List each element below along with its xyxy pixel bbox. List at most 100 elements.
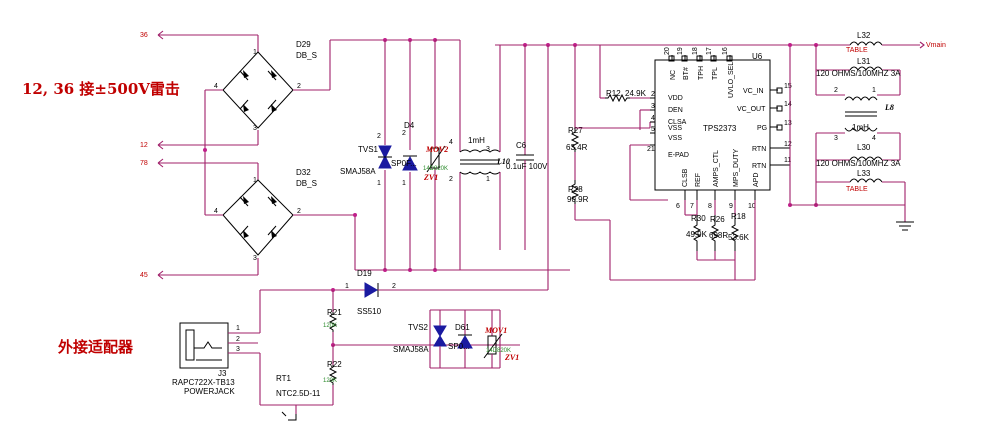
d4-value: SP0F... — [391, 159, 417, 168]
resistor-r12: R12 24.9K — [600, 89, 655, 103]
resistor-r21: R21 120K — [323, 290, 342, 332]
resistor-r26: R26 698R — [709, 215, 728, 260]
d29-value: DB_S — [296, 51, 317, 60]
inductor-l32: L32 TABLE — [846, 31, 920, 54]
ic-pin-2-num: 2 — [651, 91, 655, 98]
ic-pin-20-num: 20 — [664, 47, 671, 55]
l31-ref: L31 — [857, 57, 871, 66]
tvs1-ref: TVS1 — [358, 145, 379, 154]
l32-value: TABLE — [846, 47, 868, 54]
ic-pin-6-num: 6 — [676, 203, 680, 210]
net-78: 78 — [140, 158, 259, 180]
ic-pin-epad: E-PAD — [668, 152, 689, 159]
mov1-value: 14D820K — [486, 348, 511, 354]
r27-value: 63.4R — [566, 143, 588, 152]
d29-pin-2: 2 — [297, 83, 301, 90]
diode-d61: D61 SP0... — [448, 310, 473, 368]
d29-pin-1: 1 — [253, 49, 257, 56]
diode-d4: 2 1 D4 SP0F... — [391, 40, 418, 270]
ic-pin-14-num: 14 — [784, 101, 792, 108]
ic-pin-11-num: 11 — [784, 157, 791, 164]
ic-pin-9-num: 9 — [729, 203, 733, 210]
r22-value: 120K — [323, 378, 337, 384]
ic-pin-ampsctl: AMPS_CTL — [713, 150, 720, 187]
r26-ref: R26 — [710, 215, 725, 224]
l8-ref: L8 — [884, 103, 894, 112]
r21-value: 120K — [323, 323, 337, 329]
l8-pin-3: 3 — [834, 135, 838, 142]
mov2: MOV2 14D820K ZV1 — [423, 40, 448, 270]
r22-ref: R22 — [327, 360, 342, 369]
tvs1-value: SMAJ58A — [340, 167, 376, 176]
resistor-r30: R30 49.9K — [686, 214, 708, 260]
l8-value: 1mH — [852, 123, 869, 132]
bridge-d32: 1 2 3 4 D32 DB_S — [205, 168, 355, 262]
r30-value: 49.9K — [686, 230, 708, 239]
tvs1-pin-1: 1 — [377, 180, 381, 187]
ic-pin-vcout: VC_OUT — [737, 106, 766, 113]
ic-pin-5-num: 5 — [651, 126, 655, 133]
ic-pin-pg: PG — [757, 125, 767, 132]
l10-pin-2: 2 — [449, 176, 453, 183]
inductor-l30: L30 120 OHMS/100MHZ 3A — [816, 143, 901, 168]
ic-pin-16-num: 16 — [722, 47, 729, 55]
ic-pin-vcin: VC_IN — [743, 88, 764, 95]
ic-pin-clsa: CLSA — [668, 119, 687, 126]
inductor-l8: 2 1 3 4 1mH L8 — [815, 70, 900, 142]
l10-pin-3: 3 — [486, 146, 490, 153]
l33-value: TABLE — [846, 186, 868, 193]
tvs1-pin-2: 2 — [377, 133, 381, 140]
d32-pin-3: 3 — [253, 255, 257, 262]
net-45: 45 — [140, 258, 259, 280]
power-jack-j3: 1 2 3 J3 RAPC722X-TB13 POWERJACK — [172, 290, 333, 406]
resistor-r22: R22 120K — [323, 345, 342, 405]
j3-pin-1: 1 — [236, 325, 240, 332]
d29-pin-3: 3 — [253, 125, 257, 132]
r12-ref: R12 — [606, 89, 621, 98]
l10-pin-4: 4 — [449, 139, 453, 146]
ic-pin-vss1: VSS — [668, 125, 682, 132]
ic-pin-apd: APD — [753, 173, 760, 187]
j3-ref: J3 — [218, 369, 227, 378]
tvs1: 2 1 TVS1 SMAJ58A — [340, 40, 392, 270]
ic-pin-15-num: 15 — [784, 83, 792, 90]
l8-pin-1: 1 — [872, 87, 876, 94]
d29-pin-4: 4 — [214, 83, 218, 90]
l33-ref: L33 — [857, 169, 871, 178]
mov2-value: 14D820K — [423, 166, 448, 172]
ic-part: TPS2373 — [703, 124, 737, 133]
diode-d19: D19 SS510 1 2 — [260, 269, 548, 316]
ic-pin-19-num: 19 — [677, 47, 684, 55]
thermistor-rt1: RT1 NTC2.5D-11 — [276, 374, 321, 421]
bridge-d29: 1 2 3 4 D29 DB_S — [205, 40, 330, 132]
ic-bottom-pins: 6 7 8 9 10 CLSB REF AMPS_CTL MPS_DUTY AP… — [676, 149, 760, 210]
capacitor-c6: C6 0.1uF 100V — [506, 45, 548, 250]
net-12: 12 — [140, 130, 259, 150]
resistor-r18: R18 53.6K — [728, 212, 750, 260]
ic-pin-vdd: VDD — [668, 95, 683, 102]
net-label-12: 12 — [140, 142, 148, 149]
l8-pin-2: 2 — [834, 87, 838, 94]
r28-value: 90.9R — [567, 195, 589, 204]
d32-pin-1: 1 — [253, 177, 257, 184]
j3-part: RAPC722X-TB13 — [172, 378, 235, 387]
ic-pin-10-num: 10 — [748, 203, 756, 210]
mov1-zv: ZV1 — [504, 353, 519, 362]
r26-value: 698R — [709, 231, 728, 240]
r18-ref: R18 — [731, 212, 746, 221]
ic-pin-den: DEN — [668, 107, 683, 114]
ground-symbol — [896, 182, 914, 231]
r28-ref: R28 — [568, 185, 583, 194]
l10-pin-1: 1 — [486, 176, 490, 183]
ic-pin-rtn1: RTN — [752, 146, 766, 153]
l30-ref: L30 — [857, 143, 871, 152]
d4-pin-2: 2 — [402, 130, 406, 137]
ic-pin-7-num: 7 — [690, 203, 694, 210]
r27-ref: R27 — [568, 126, 583, 135]
d32-ref: D32 — [296, 168, 311, 177]
r12-value: 24.9K — [625, 89, 647, 98]
ic-pin-tph: TPH — [698, 66, 705, 80]
ic-pin-13-num: 13 — [784, 120, 792, 127]
